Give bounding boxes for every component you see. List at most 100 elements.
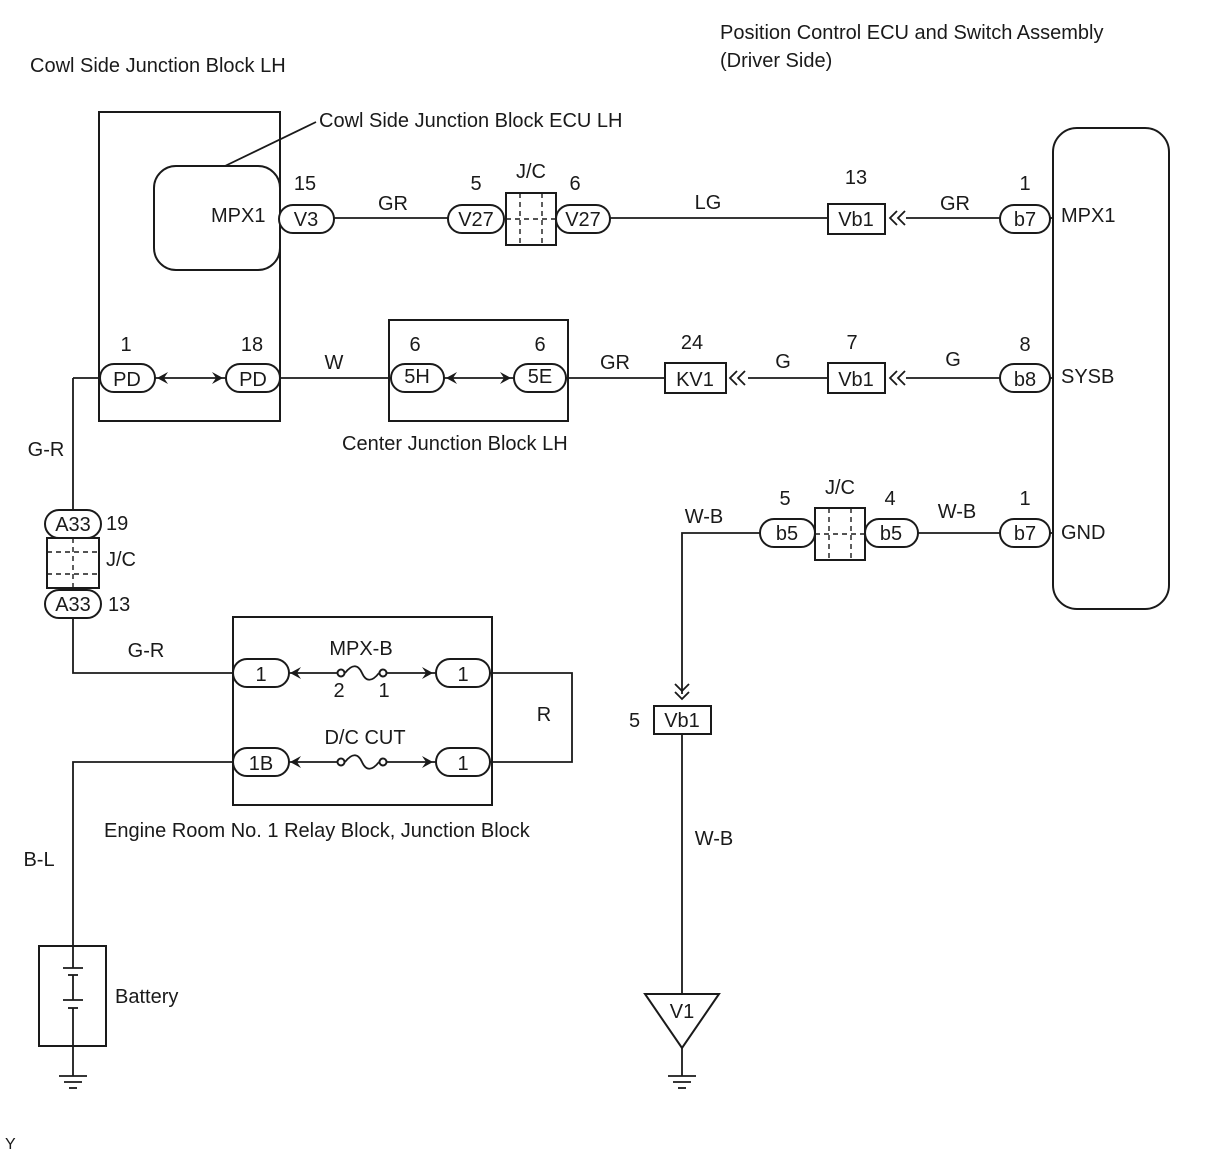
position-control-ecu [1052,127,1170,610]
pin-number: 4 [884,488,895,510]
connector-v27-right [555,204,611,234]
connector-label: 1B [249,753,273,775]
connector-label: 1 [255,664,266,686]
terminal-gnd: GND [1061,522,1105,544]
connector-a33-top [44,509,102,539]
jc-label: J/C [106,549,136,571]
position-ecu-title-1: Position Control ECU and Switch Assembly [720,22,1104,44]
pin-number: 1 [1019,488,1030,510]
pin-number: 6 [569,173,580,195]
connector-b8 [999,363,1051,393]
pin-number: 1 [120,334,131,356]
terminal-mark [290,667,301,679]
terminal-mark [290,756,301,768]
terminal-mpx1-ecu: MPX1 [211,205,265,227]
connector-relay-1b [232,747,290,777]
connector-label: b7 [1014,209,1036,231]
pin-number: 13 [845,167,867,189]
wire-color-label: G [775,351,791,373]
connector-label: A33 [55,594,91,616]
connector-vb1-top [827,203,886,235]
jc-label: J/C [825,477,855,499]
connector-a33-bottom [44,589,102,619]
chevron-mark [888,370,906,386]
connector-v3 [278,204,335,234]
connector-label: V27 [458,209,494,231]
terminal-mpx1: MPX1 [1061,205,1115,227]
wire-color-label: G [945,349,961,371]
connector-relay-1-right-2 [435,747,491,777]
connector-pd-left [99,363,156,393]
terminal-mark [212,372,223,384]
chevron-mark [674,683,690,701]
junction-connector-gnd [814,507,866,561]
pin-number: 6 [409,334,420,356]
cowl-block-title: Cowl Side Junction Block LH [30,55,286,77]
connector-5e [513,363,567,393]
connector-label: 1 [457,664,468,686]
wire-color-label: B-L [23,849,54,871]
connector-label: b5 [880,523,902,545]
ecu-leader-line [224,121,317,167]
battery [38,945,107,1047]
wire-color-label: GR [378,193,408,215]
wire-color-label: GR [600,352,630,374]
fuse-label: D/C CUT [324,727,405,749]
wire-color-label: W-B [685,506,724,528]
connector-label: V1 [670,1001,694,1023]
connector-label: KV1 [676,369,714,391]
jc-label: J/C [516,161,546,183]
connector-label: PD [113,369,141,391]
connector-label: V3 [294,209,318,231]
connector-label: PD [239,369,267,391]
chevron-mark [728,370,746,386]
connector-kv1 [664,362,727,394]
connector-b5-left [759,518,816,548]
engine-room-title: Engine Room No. 1 Relay Block, Junction … [104,820,531,842]
terminal-mark [422,756,433,768]
wire-color-label: G-R [128,640,165,662]
terminal-mark [157,372,168,384]
battery-label: Battery [115,986,178,1008]
connector-label: A33 [55,514,91,536]
ground-point-v1 [643,993,721,1050]
pin-number: 1 [1019,173,1030,195]
pin-number: 6 [534,334,545,356]
connector-label: b5 [776,523,798,545]
cowl-ecu-title: Cowl Side Junction Block ECU LH [319,110,622,132]
wire-wb-1 [681,532,760,694]
ground-battery [59,1046,87,1089]
pin-number: 5 [470,173,481,195]
terminal-sysb: SYSB [1061,366,1114,388]
fuse-pin: 1 [378,680,389,702]
connector-label: b7 [1014,523,1036,545]
center-block-title: Center Junction Block LH [342,433,568,455]
fuse-pin: 2 [333,680,344,702]
footer-code: Y [5,1136,16,1153]
fuse-mpxb [336,665,388,681]
pin-number: 13 [108,594,130,616]
connector-label: Vb1 [838,209,874,231]
terminal-mark [422,667,433,679]
chevron-mark [888,210,906,226]
pin-number: 7 [846,332,857,354]
connector-relay-1-left [232,658,290,688]
junction-connector-left [46,537,100,589]
connector-vb1-mid [827,362,886,394]
connector-vb1-vertical [653,705,712,735]
pin-number: 18 [241,334,263,356]
connector-5h [390,363,445,393]
pin-number: 8 [1019,334,1030,356]
terminal-mark [446,372,457,384]
pin-number: 24 [681,332,703,354]
wire-color-label: G-R [28,439,65,461]
connector-b7-gnd [999,518,1051,548]
pin-number: 5 [629,710,640,732]
pin-number: 15 [294,173,316,195]
wire-gr-dash-2 [72,618,233,674]
connector-b7-top [999,204,1051,234]
connector-b5-right [864,518,919,548]
connector-relay-1-right [435,658,491,688]
wire-bl [72,761,233,946]
